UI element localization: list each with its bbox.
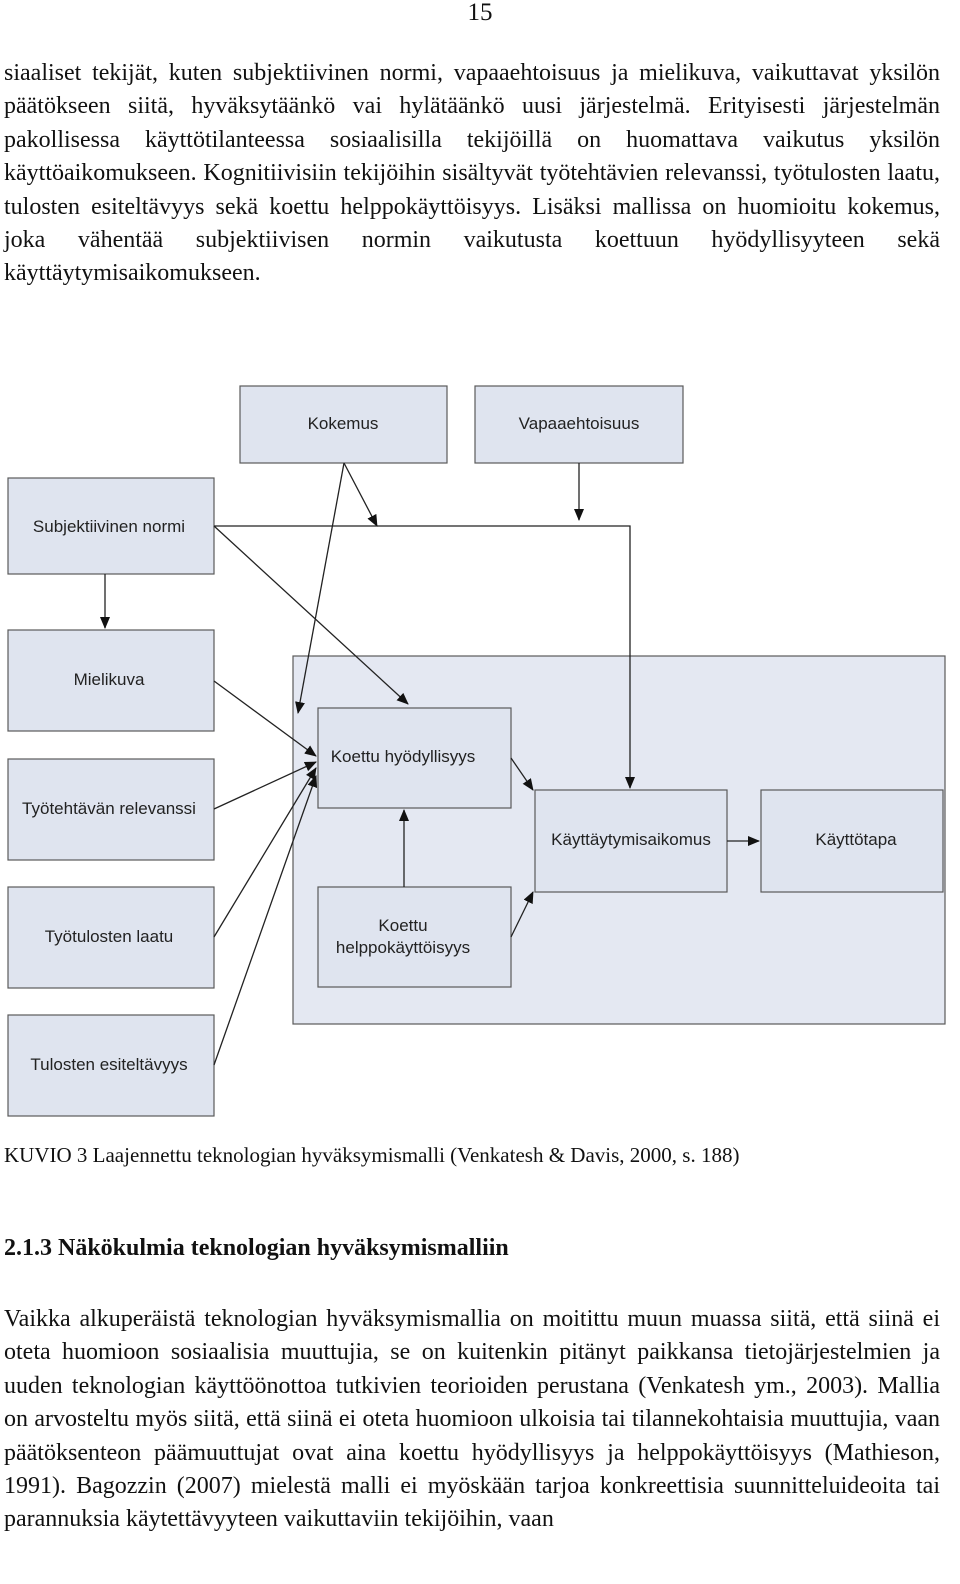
arrow-hyodyllisyys-aikomus [510, 757, 534, 791]
arrow-esiteltavyys-hyodyllisyys [213, 775, 318, 1066]
box-mielikuva-label: Mielikuva [74, 670, 145, 689]
box-mielikuva: Mielikuva [7, 629, 215, 732]
box-vapaaehtoisuus: Vapaaehtoisuus [474, 385, 684, 464]
box-hyodyllisyys: Koettu hyödyllisyys [317, 707, 512, 809]
box-laatu: Työtulosten laatu [7, 886, 215, 989]
box-vapaaehtoisuus-label: Vapaaehtoisuus [519, 414, 640, 433]
arrow-normi-hyodyllisyys [213, 525, 409, 705]
box-kayttotapa-label: Käyttötapa [815, 830, 897, 849]
box-subjektiivinen-normi-label: Subjektiivinen normi [33, 517, 185, 536]
box-relevanssi: Työtehtävän relevanssi [7, 758, 215, 861]
arrow-laatu-hyodyllisyys [213, 767, 317, 938]
box-helppokayttoisyys-label-2: helppokäyttöisyys [336, 938, 470, 957]
arrow-kokemus-normi-link [343, 462, 378, 527]
box-helppokayttoisyys: Koettu helppokäyttöisyys [317, 886, 512, 988]
body-paragraph: siaaliset tekijät, kuten subjektiivinen … [4, 60, 940, 287]
arrow-mielikuva-hyodyllisyys [213, 680, 317, 757]
tam2-diagram: Kokemus Vapaaehtoisuus Subjektiivinen no… [7, 385, 946, 1117]
box-esiteltavyys-label: Tulosten esiteltävyys [30, 1055, 187, 1074]
box-hyodyllisyys-label: Koettu hyödyllisyys [331, 747, 476, 766]
box-kokemus: Kokemus [239, 385, 448, 464]
box-helppokayttoisyys-label-1: Koettu [378, 916, 427, 935]
box-esiteltavyys: Tulosten esiteltävyys [7, 1014, 215, 1117]
box-aikomus: Käyttäytymisaikomus [534, 789, 728, 893]
box-laatu-label: Työtulosten laatu [45, 927, 174, 946]
arrow-relevanssi-hyodyllisyys [213, 761, 317, 810]
figure-caption: KUVIO 3 Laajennettu teknologian hyväksym… [4, 1143, 740, 1167]
arrow-normi-aikomus [214, 525, 635, 789]
arrow-helppo-aikomus [510, 891, 534, 938]
box-subjektiivinen-normi: Subjektiivinen normi [7, 477, 215, 575]
body-paragraph: Vaikka alkuperäistä teknologian hyväksym… [4, 1306, 940, 1533]
box-relevanssi-label: Työtehtävän relevanssi [22, 799, 196, 818]
arrow-kokemus-hyodyllisyys [295, 462, 345, 714]
box-aikomus-label: Käyttäytymisaikomus [551, 830, 711, 849]
box-kayttotapa: Käyttötapa [760, 789, 944, 893]
section-heading: 2.1.3 Näkökulmia teknologian hyväksymism… [4, 1235, 509, 1261]
box-kokemus-label: Kokemus [308, 414, 379, 433]
page-number: 15 [467, 0, 493, 26]
